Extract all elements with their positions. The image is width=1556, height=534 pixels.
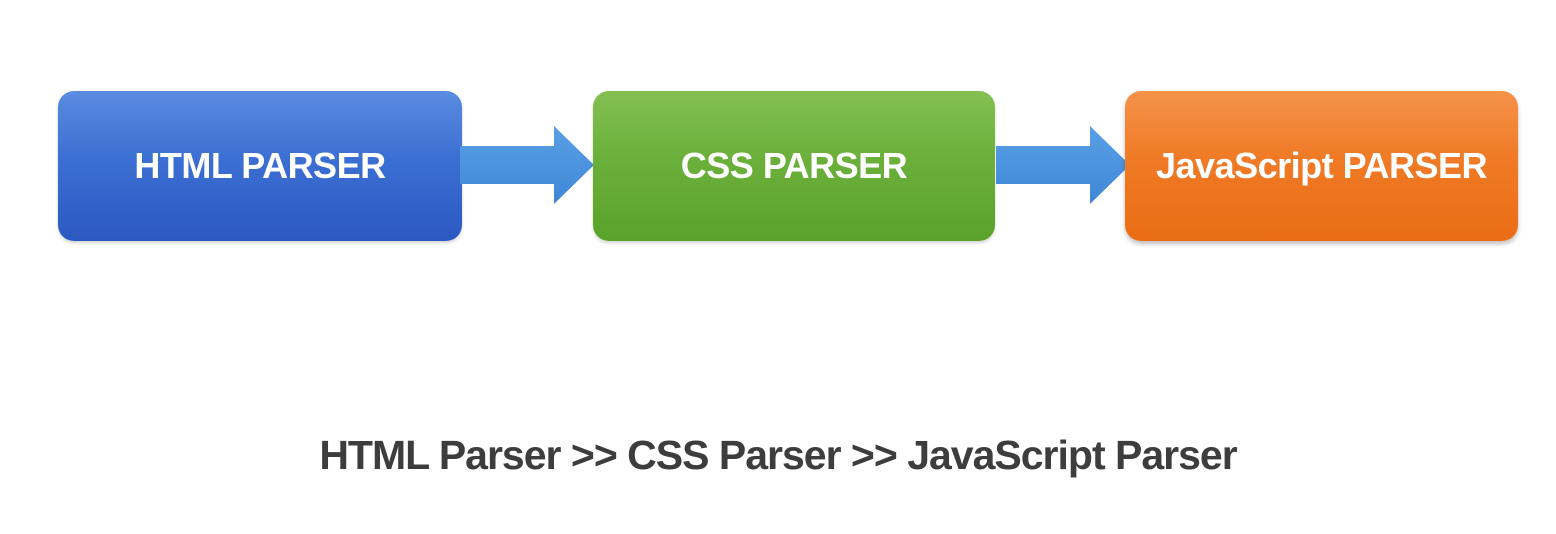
css-parser-box: CSS PARSER	[593, 91, 995, 241]
arrow-html-to-css	[460, 126, 594, 204]
javascript-parser-label: JavaScript PARSER	[1156, 145, 1487, 186]
diagram-caption: HTML Parser >> CSS Parser >> JavaScript …	[319, 432, 1237, 478]
arrow-css-to-js	[996, 126, 1130, 204]
html-parser-label: HTML PARSER	[134, 145, 386, 186]
html-parser-box: HTML PARSER	[58, 91, 462, 241]
javascript-parser-box: JavaScript PARSER	[1125, 91, 1518, 241]
css-parser-label: CSS PARSER	[680, 145, 908, 186]
